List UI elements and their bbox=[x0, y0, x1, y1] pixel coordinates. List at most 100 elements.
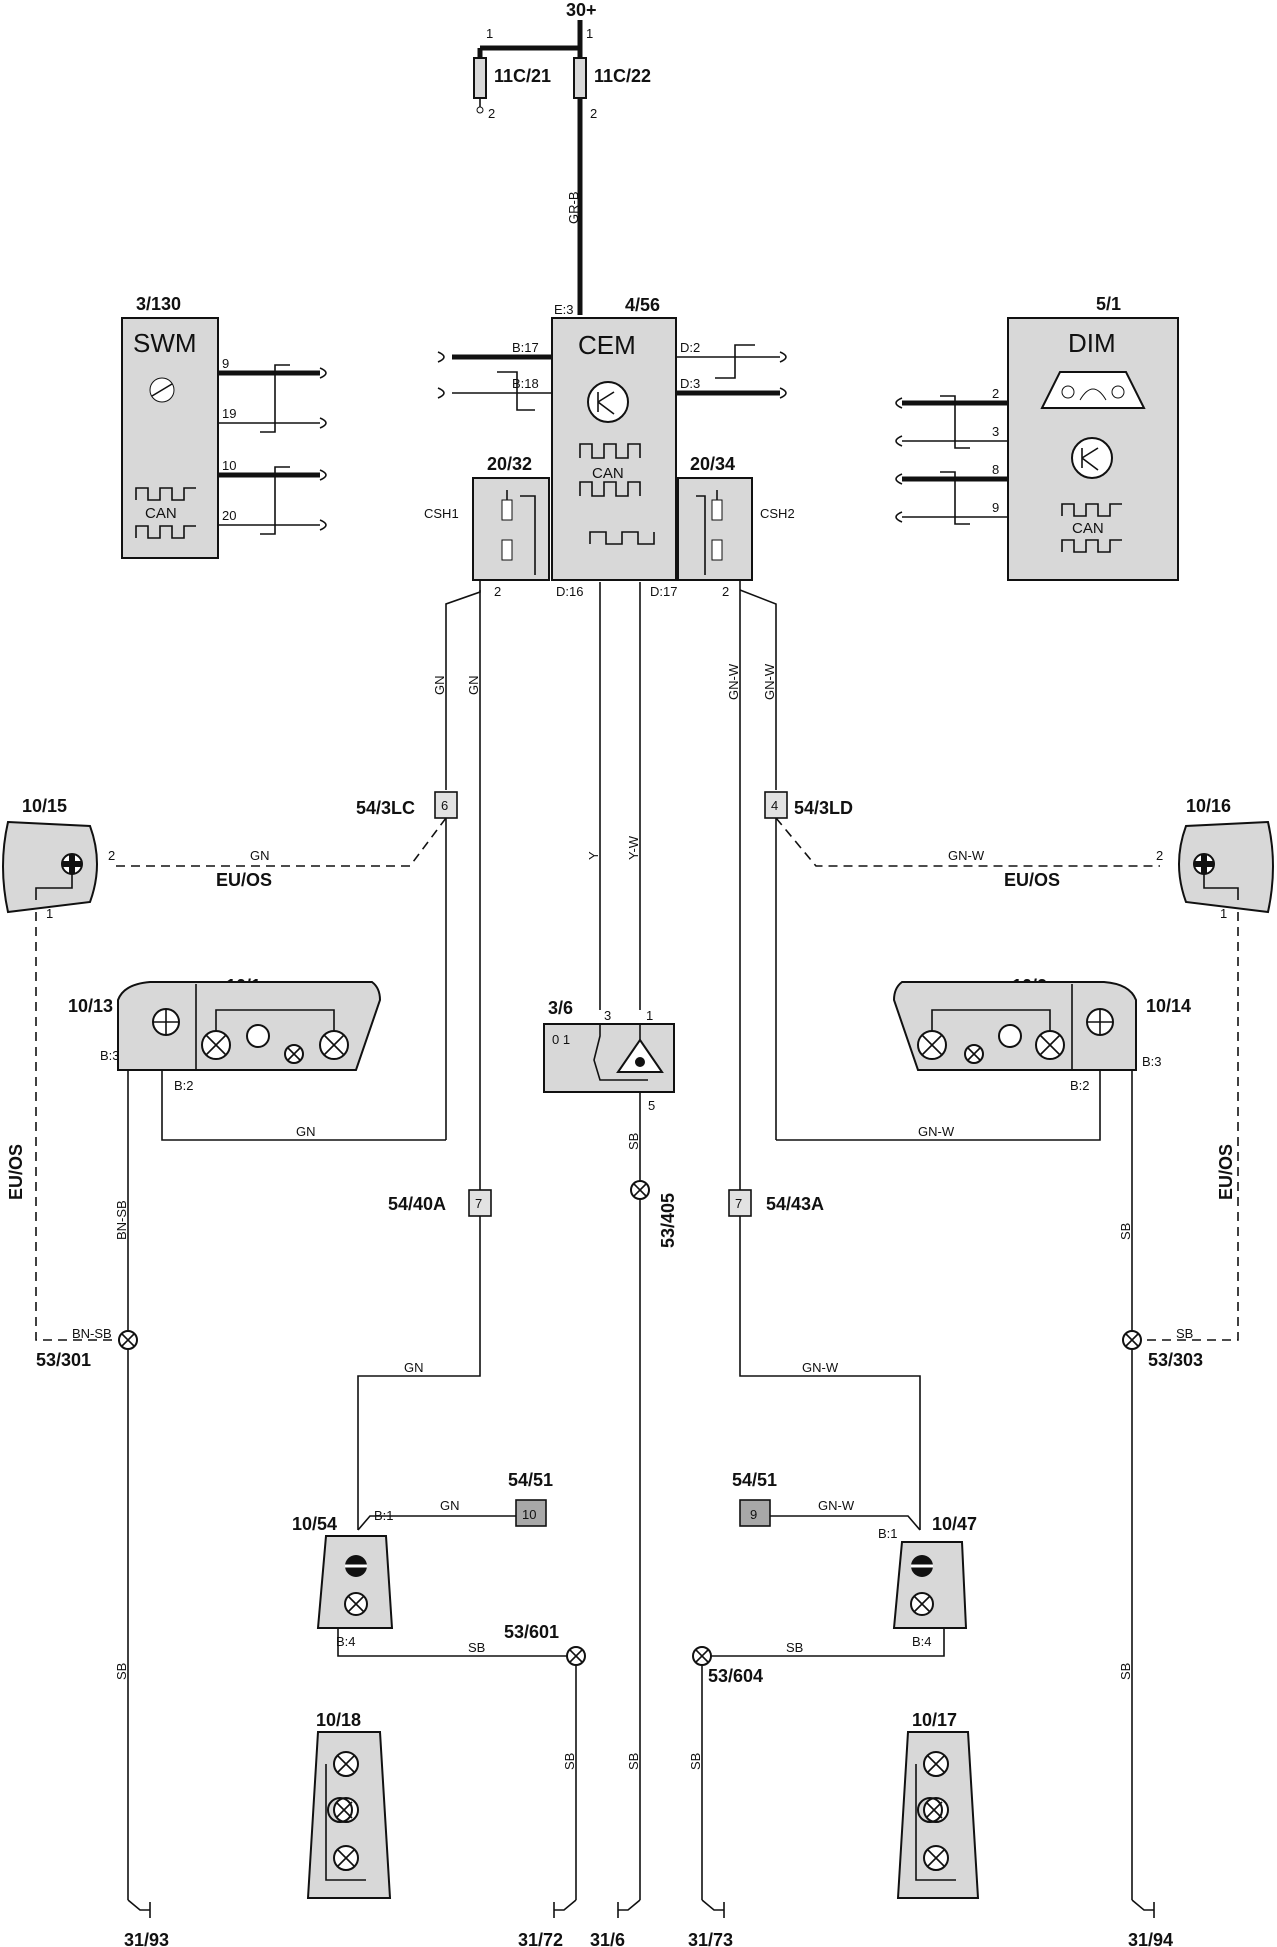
connector-label: 54/51 bbox=[732, 1470, 777, 1490]
fuse-11c22 bbox=[573, 57, 587, 99]
ground-label: 31/6 bbox=[590, 1930, 625, 1947]
connector-label: 54/3LD bbox=[794, 798, 853, 818]
pin-label: D:16 bbox=[556, 584, 583, 599]
connector-pin: 6 bbox=[441, 798, 448, 813]
swm-id: 3/130 bbox=[136, 294, 181, 314]
pin-label: B:3 bbox=[1142, 1054, 1162, 1069]
fuse-label: 11C/21 bbox=[494, 66, 551, 86]
dim-name: DIM bbox=[1068, 328, 1116, 358]
wire-color-label: GN-W bbox=[918, 1124, 955, 1139]
connector-label: 54/3LC bbox=[356, 798, 415, 818]
wire-color-label: GN-W bbox=[802, 1360, 839, 1375]
bulb-icon bbox=[923, 1797, 949, 1823]
wire-color-label: SB bbox=[1118, 1223, 1133, 1240]
wire-color-label: GN-W bbox=[726, 663, 741, 700]
bulb-icon bbox=[333, 1797, 359, 1823]
wire-color-label: GN-W bbox=[762, 663, 777, 700]
wire-color-label: BN-SB bbox=[114, 1200, 129, 1240]
connector-pin: 10 bbox=[522, 1507, 536, 1522]
pin-label: B:17 bbox=[512, 340, 539, 355]
can-label: CAN bbox=[1072, 520, 1104, 537]
pin-label: 19 bbox=[222, 406, 236, 421]
pin-label: 2 bbox=[722, 584, 729, 599]
lamp-label: 10/13 bbox=[68, 996, 113, 1016]
power-feed: 30+ 1 1 2 2 11C/21 11C/22 GR-B bbox=[473, 0, 651, 315]
wire-color-label: BN-SB bbox=[72, 1326, 112, 1341]
wire-color-label: SB bbox=[688, 1753, 703, 1770]
wire-color-label: Y-W bbox=[626, 835, 641, 860]
lamp-label: 10/17 bbox=[912, 1710, 957, 1730]
splice-label: 53/301 bbox=[36, 1350, 91, 1370]
lamp-label: 10/15 bbox=[22, 796, 67, 816]
can-label: CAN bbox=[145, 505, 177, 522]
pin-label: B:2 bbox=[1070, 1078, 1090, 1093]
region-label: EU/OS bbox=[6, 1144, 26, 1200]
switch-position-label: 0 1 bbox=[552, 1032, 570, 1047]
pin-label: 3 bbox=[992, 424, 999, 439]
wire-color-label: GN-W bbox=[818, 1498, 855, 1513]
region-label: EU/OS bbox=[1216, 1144, 1236, 1200]
pin-label: 5 bbox=[648, 1098, 655, 1113]
ground-label: 31/72 bbox=[518, 1930, 563, 1947]
splice-label: 53/601 bbox=[504, 1622, 559, 1642]
transistor-icon bbox=[1071, 437, 1113, 479]
lamp-label: 10/16 bbox=[1186, 796, 1231, 816]
csh2-module: 20/34 CSH2 2 bbox=[677, 454, 795, 599]
fuse-label: 11C/22 bbox=[594, 66, 651, 86]
wire-color-label: GR-B bbox=[566, 192, 581, 225]
wire-color-label: SB bbox=[626, 1133, 641, 1150]
fuse-pin: 2 bbox=[590, 106, 597, 121]
wire-color-label: SB bbox=[468, 1640, 485, 1655]
splice-label: 53/604 bbox=[708, 1666, 763, 1686]
side-marker-lamp-10-16 bbox=[1178, 820, 1274, 914]
brake-light-10-47 bbox=[892, 1541, 968, 1629]
pin-label: E:3 bbox=[554, 302, 574, 317]
ground-label: 31/73 bbox=[688, 1930, 733, 1947]
wire-color-label: GN bbox=[296, 1124, 316, 1139]
dim-module: 5/1 DIM CAN 2 3 8 9 bbox=[895, 294, 1179, 581]
csh1-name: CSH1 bbox=[424, 506, 459, 521]
pin-label: B:18 bbox=[512, 376, 539, 391]
pin-label: D:3 bbox=[680, 376, 700, 391]
csh1-id: 20/32 bbox=[487, 454, 532, 474]
hazard-switch-id: 3/6 bbox=[548, 998, 573, 1018]
pin-label: 20 bbox=[222, 508, 236, 523]
left-circuit: GN GN 54/3LC 6 GN GN EU/OS 10/15 2 1 EU/… bbox=[2, 580, 586, 1947]
wire-color-label: GN-W bbox=[948, 848, 985, 863]
pin-label: 2 bbox=[992, 386, 999, 401]
pin-label: D:17 bbox=[650, 584, 677, 599]
pin-label: 2 bbox=[108, 848, 115, 863]
tail-lamp-cluster-10-1 bbox=[117, 981, 382, 1071]
right-circuit: GN-W GN-W 4 54/3LD GN-W GN-W EU/OS 10/16… bbox=[688, 580, 1274, 1947]
wire-color-label: SB bbox=[114, 1663, 129, 1680]
csh2-name: CSH2 bbox=[760, 506, 795, 521]
can-label: CAN bbox=[592, 465, 624, 482]
pin-label: 1 bbox=[46, 906, 53, 921]
pin-label: 9 bbox=[992, 500, 999, 515]
cem-module: 4/56 E:3 CEM CAN B:17 B:18 D:2 D:3 D:16 … bbox=[437, 295, 787, 599]
pin-label: B:4 bbox=[912, 1634, 932, 1649]
lamp-label: 10/47 bbox=[932, 1514, 977, 1534]
pin-label: 9 bbox=[222, 356, 229, 371]
fuse-pin: 1 bbox=[586, 26, 593, 41]
connector-label: 54/40A bbox=[388, 1194, 446, 1214]
lamp-label: 10/18 bbox=[316, 1710, 361, 1730]
wire-color-label: SB bbox=[1176, 1326, 1193, 1341]
pin-label: 1 bbox=[1220, 906, 1227, 921]
swm-module: 3/130 SWM CAN 9 19 10 20 bbox=[121, 294, 327, 559]
brake-light-10-54 bbox=[316, 1535, 394, 1629]
cem-name: CEM bbox=[578, 330, 636, 360]
ground-label: 31/93 bbox=[124, 1930, 169, 1947]
wire-color-label: Y bbox=[586, 851, 601, 860]
pin-label: D:2 bbox=[680, 340, 700, 355]
power-label: 30+ bbox=[566, 0, 597, 20]
center-circuit: Y Y-W 3/6 3 1 0 1 5 SB 53/405 SB 31/6 bbox=[543, 582, 678, 1947]
side-marker-lamp-10-15 bbox=[2, 820, 98, 914]
relay-icon bbox=[998, 1024, 1022, 1048]
lamp-label: 10/54 bbox=[292, 1514, 337, 1534]
fuse-pin: 1 bbox=[486, 26, 493, 41]
pin-label: 8 bbox=[992, 462, 999, 477]
wire-color-label: GN bbox=[466, 676, 481, 696]
pin-label: 1 bbox=[646, 1008, 653, 1023]
pin-label: 10 bbox=[222, 458, 236, 473]
